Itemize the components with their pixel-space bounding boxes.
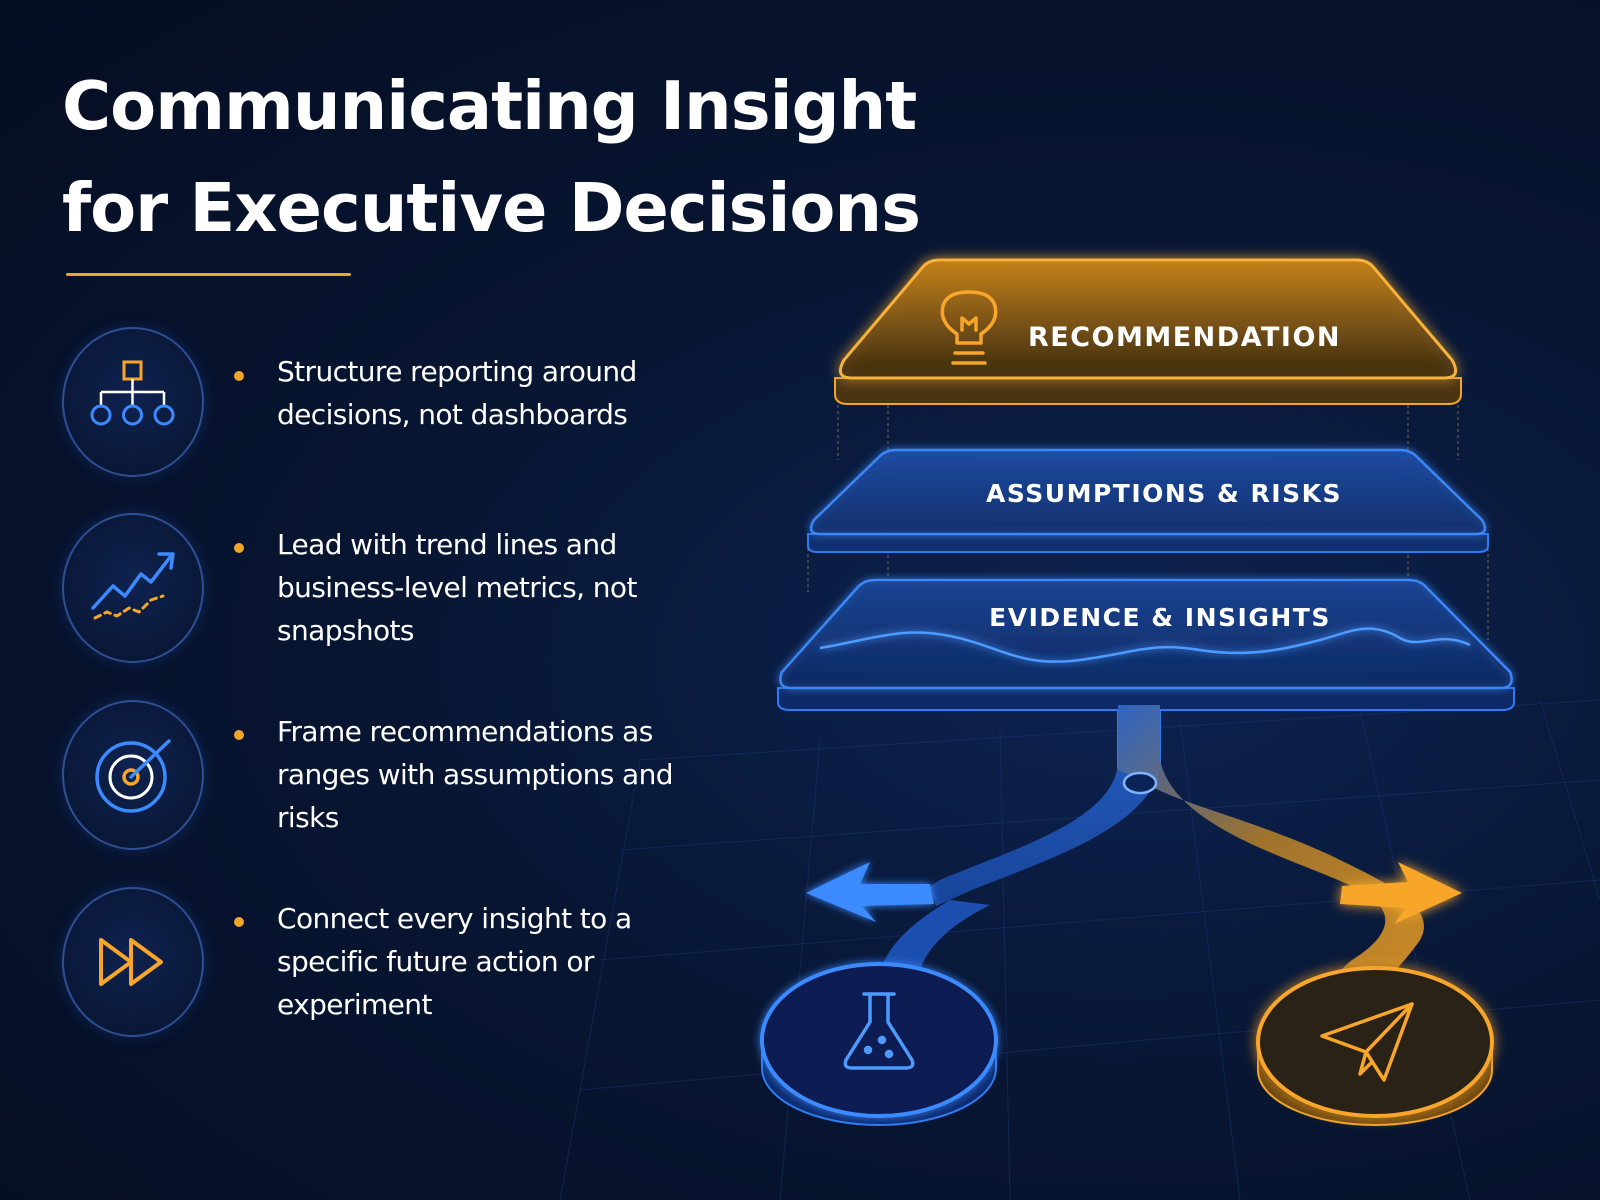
flask-icon <box>843 992 915 1070</box>
right-arrow-icon <box>1340 862 1462 924</box>
point-trend-lines: Lead with trend lines and business-level… <box>62 513 712 663</box>
point-text: Lead with trend lines and business-level… <box>277 528 637 647</box>
bullet-dot <box>234 730 244 740</box>
title-line-1: Communicating Insight <box>62 67 917 145</box>
left-arrow-icon <box>806 862 934 922</box>
bullet-dot <box>234 543 244 553</box>
point-text: Connect every insight to a specific futu… <box>277 902 632 1021</box>
point-text: Frame recommendations as ranges with ass… <box>277 715 674 834</box>
paper-plane-icon <box>1320 1002 1414 1082</box>
point-text: Structure reporting around decisions, no… <box>277 355 637 431</box>
lightbulb-icon <box>940 290 998 365</box>
title-underline <box>66 273 351 276</box>
point-structure-reporting: Structure reporting around decisions, no… <box>62 327 712 477</box>
bullet-dot <box>234 917 244 927</box>
trend-line-icon <box>62 513 204 663</box>
point-connect-insight: Connect every insight to a specific futu… <box>62 887 712 1037</box>
target-icon <box>62 700 204 850</box>
title-line-2: for Executive Decisions <box>62 169 921 247</box>
outcome-experiment <box>760 962 998 1126</box>
layer-label-recommendation: RECOMMENDATION <box>1028 322 1341 353</box>
layer-label-evidence: EVIDENCE & INSIGHTS <box>989 603 1331 632</box>
point-frame-recommendations: Frame recommendations as ranges with ass… <box>62 700 712 850</box>
evidence-wave-line <box>819 627 1471 663</box>
bullet-dot <box>234 371 244 381</box>
junction-node <box>1122 771 1158 795</box>
layer-label-assumptions: ASSUMPTIONS & RISKS <box>986 479 1342 508</box>
layer-evidence <box>777 578 1515 711</box>
outcome-action <box>1256 966 1494 1126</box>
hierarchy-icon <box>62 327 204 477</box>
page-title: Communicating Insight for Executive Deci… <box>62 55 921 259</box>
layer-assumptions <box>807 448 1489 553</box>
layer-recommendation <box>834 258 1462 405</box>
fast-forward-icon <box>62 887 204 1037</box>
